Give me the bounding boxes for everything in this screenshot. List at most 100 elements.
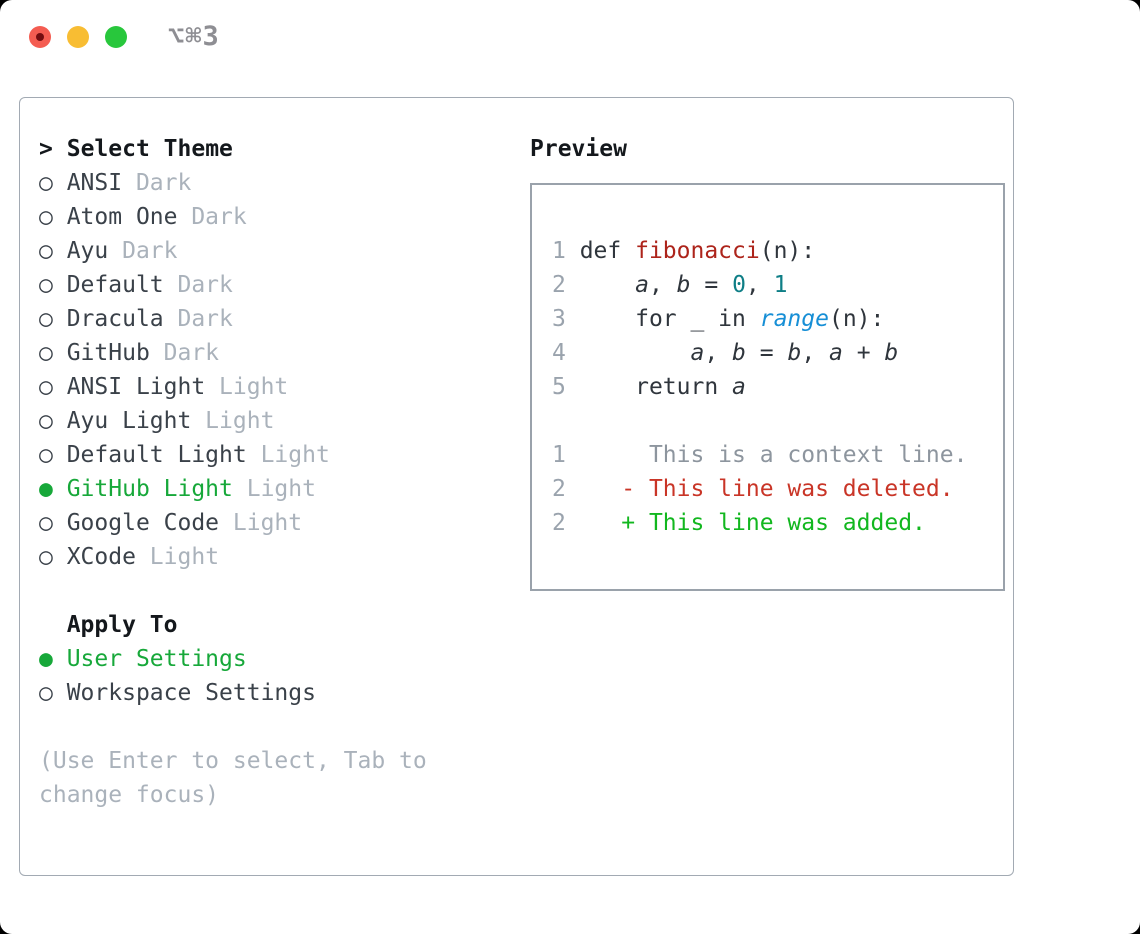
theme-picker-panel: > Select Theme ○ ANSI Dark○ Atom One Dar… (19, 97, 1014, 876)
theme-option-label: Ayu Light (66, 408, 192, 434)
code-line: 1 This is a context line. (552, 438, 1003, 472)
code-token: (n): (759, 238, 816, 264)
code-token: , (704, 340, 733, 366)
line-number: 4 (552, 340, 580, 366)
line-number: 2 (552, 476, 580, 502)
code-token: a (829, 340, 843, 366)
theme-picker-column: > Select Theme ○ ANSI Dark○ Atom One Dar… (39, 132, 501, 875)
line-number: 1 (552, 238, 580, 264)
theme-variant-tag: Dark (149, 340, 220, 366)
theme-option-label: Default Light (66, 442, 247, 468)
code-token: , (745, 272, 774, 298)
code-token (580, 340, 691, 366)
code-token: def (579, 238, 636, 264)
theme-variant-tag: Light (191, 408, 275, 434)
theme-option-label: Google Code (66, 510, 220, 536)
window-title: ⌥⌘3 (168, 21, 220, 52)
radio-icon: ○ (39, 680, 67, 706)
theme-variant-tag: Dark (108, 238, 178, 264)
radio-icon: ○ (39, 272, 67, 298)
theme-variant-tag: Light (246, 442, 330, 468)
code-token: = (690, 272, 733, 298)
radio-icon: ○ (39, 374, 67, 400)
spacer (39, 574, 501, 608)
theme-variant-tag: Dark (163, 306, 233, 332)
theme-option[interactable]: ○ Google Code Light (39, 506, 501, 540)
theme-option[interactable]: ○ Default Dark (39, 268, 501, 302)
theme-variant-tag: Light (205, 374, 289, 400)
radio-icon: ○ (39, 204, 67, 230)
titlebar: ⌥⌘3 (0, 0, 1140, 97)
apply-option-label: Workspace Settings (66, 680, 316, 706)
apply-option[interactable]: ● User Settings (39, 642, 501, 676)
code-token (580, 272, 635, 298)
theme-option[interactable]: ○ Ayu Light Light (39, 404, 501, 438)
apply-option[interactable]: ○ Workspace Settings (39, 676, 501, 710)
radio-icon: ○ (39, 510, 67, 536)
radio-icon: ○ (39, 306, 67, 332)
select-theme-header: > Select Theme (39, 132, 501, 166)
theme-option[interactable]: ○ Atom One Dark (39, 200, 501, 234)
theme-variant-tag: Dark (122, 170, 192, 196)
code-token: 0 (732, 272, 746, 298)
theme-variant-tag: Light (219, 510, 303, 536)
hint-text-line2: change focus) (39, 782, 220, 808)
code-lines: 1 def fibonacci(n): 2 a, b = 0, 1 3 for _ … (552, 234, 1003, 540)
radio-icon: ○ (39, 340, 67, 366)
radio-icon: ○ (39, 170, 67, 196)
hint-text-line1: (Use Enter to select, Tab to (39, 748, 427, 774)
code-line: 2 - This line was deleted. (552, 472, 1003, 506)
close-icon[interactable] (29, 26, 51, 48)
radio-icon: ○ (39, 238, 67, 264)
minimize-icon[interactable] (67, 26, 89, 48)
theme-option-label: Atom One (66, 204, 178, 230)
apply-to-header: Apply To (66, 612, 178, 638)
theme-option[interactable]: ○ ANSI Dark (39, 166, 501, 200)
line-number: 2 (552, 510, 580, 536)
preview-column: Preview 1 def fibonacci(n): 2 a, b = 0, 1… (501, 132, 1013, 875)
code-token: return (579, 374, 733, 400)
code-token: a (732, 374, 746, 400)
theme-option[interactable]: ○ Dracula Dark (39, 302, 501, 336)
code-token: This is a context line. (579, 442, 968, 468)
theme-variant-tag: Light (232, 476, 316, 502)
theme-option[interactable]: ○ Ayu Dark (39, 234, 501, 268)
code-line: 4 a, b = b, a + b (552, 336, 1003, 370)
theme-option[interactable]: ○ ANSI Light Light (39, 370, 501, 404)
theme-option[interactable]: ○ XCode Light (39, 540, 501, 574)
theme-option-label: ANSI Light (66, 374, 206, 400)
theme-option[interactable]: ○ GitHub Dark (39, 336, 501, 370)
preview-title: Preview (530, 136, 627, 162)
code-token: for _ in (579, 306, 760, 332)
apply-to-list: ● User Settings○ Workspace Settings (39, 642, 501, 710)
code-token: b (676, 272, 691, 298)
prompt-icon: > (39, 136, 53, 162)
radio-icon: ○ (39, 544, 67, 570)
select-theme-title: Select Theme (66, 136, 233, 162)
preview-box: 1 def fibonacci(n): 2 a, b = 0, 1 3 for _ … (530, 183, 1005, 591)
code-token: range (759, 306, 829, 332)
code-token: b (787, 340, 802, 366)
radio-icon: ● (39, 476, 67, 502)
code-token: a (635, 272, 649, 298)
code-line: 1 def fibonacci(n): (552, 234, 1003, 268)
line-number: 1 (552, 442, 580, 468)
line-number: 3 (552, 306, 580, 332)
theme-option[interactable]: ● GitHub Light Light (39, 472, 501, 506)
theme-variant-tag: Light (135, 544, 220, 570)
theme-variant-tag: Dark (163, 272, 233, 298)
zoom-icon[interactable] (105, 26, 127, 48)
code-token: , (648, 272, 677, 298)
code-line (552, 404, 1003, 438)
theme-variant-tag: Dark (177, 204, 247, 230)
code-line: 3 for _ in range(n): (552, 302, 1003, 336)
code-line: 2 + This line was added. (552, 506, 1003, 540)
theme-option-label: ANSI (66, 170, 123, 196)
theme-option-label: Default (66, 272, 164, 298)
line-number: 2 (552, 272, 580, 298)
code-token: + (842, 340, 885, 366)
line-number: 5 (552, 374, 580, 400)
theme-option[interactable]: ○ Default Light Light (39, 438, 501, 472)
theme-option-label: XCode (66, 544, 136, 570)
